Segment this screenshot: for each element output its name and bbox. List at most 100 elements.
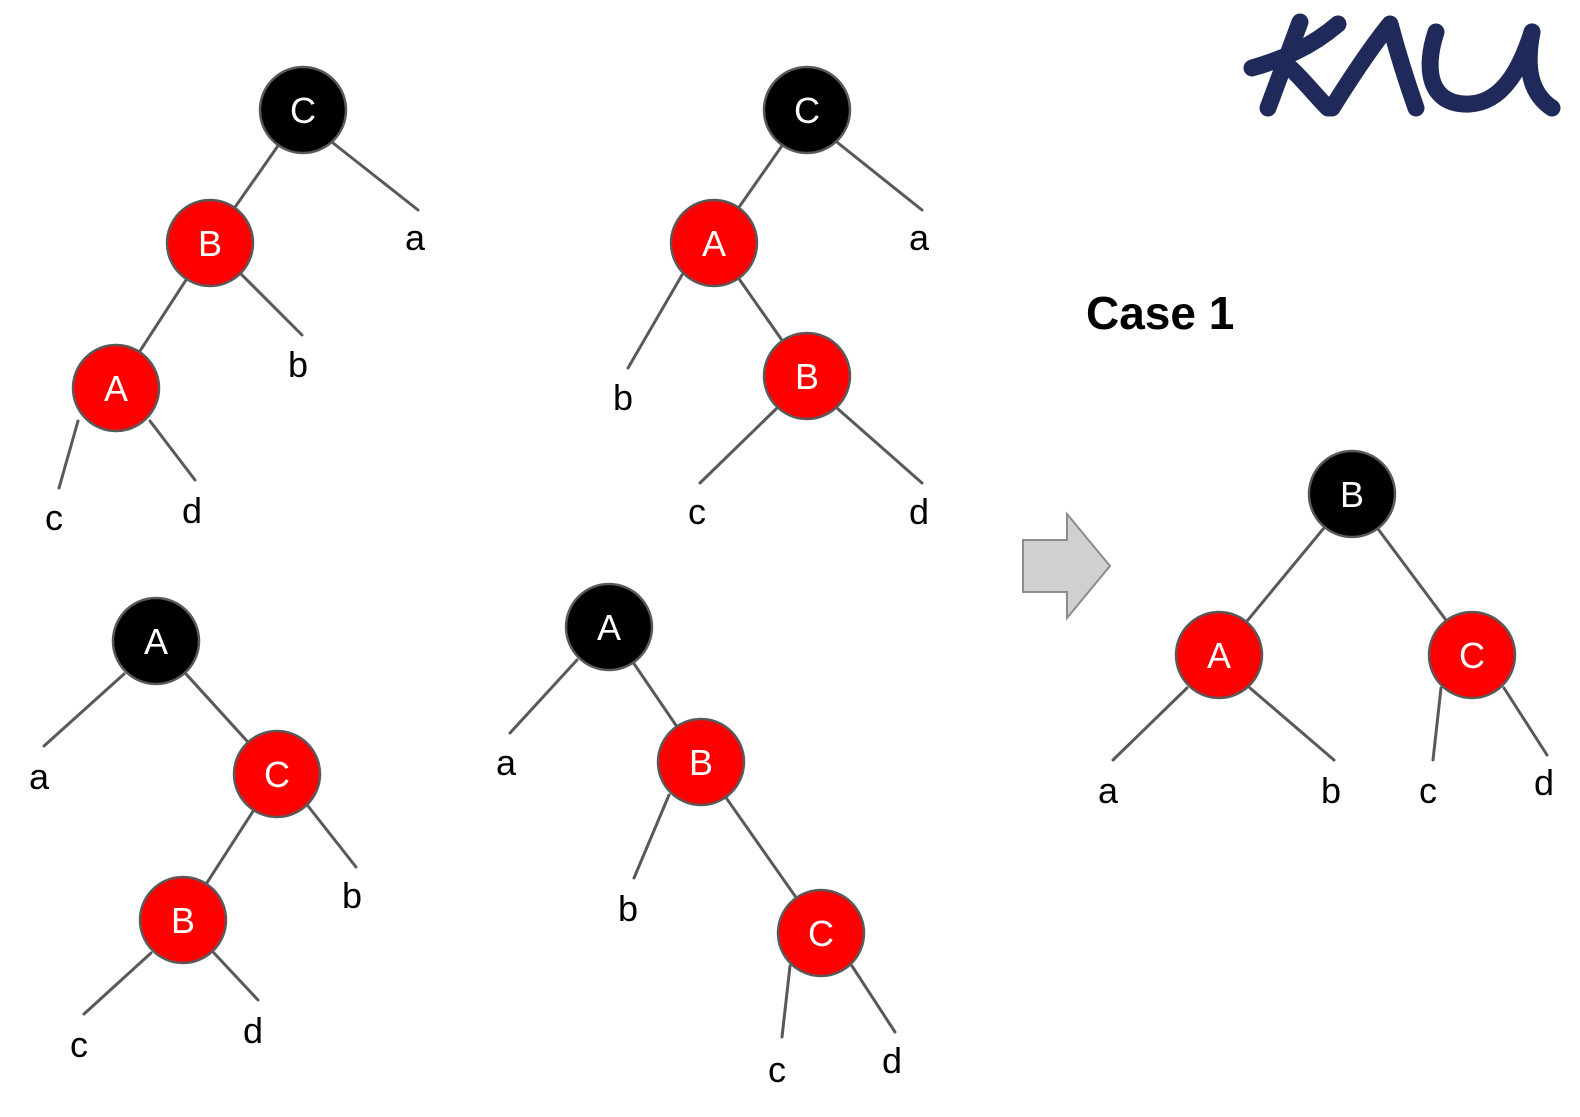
tree-node-red: C	[776, 888, 866, 978]
leaf-edge	[1111, 686, 1189, 762]
tree-node-red: C	[1427, 610, 1517, 700]
case-title: Case 1	[1086, 287, 1235, 339]
tree-edge	[631, 661, 679, 728]
tree-node-red: A	[71, 343, 161, 433]
leaf-edge	[632, 793, 671, 880]
leaf-label: b	[613, 377, 633, 418]
tree-node-black: A	[564, 582, 654, 672]
node-circle	[258, 65, 348, 155]
node-label: B	[689, 742, 713, 783]
kau-logo	[1243, 13, 1561, 117]
node-label: B	[1340, 474, 1364, 515]
node-circle	[232, 729, 322, 819]
tree-edge	[204, 808, 256, 886]
leaf-edge	[626, 273, 684, 370]
node-circle	[1307, 449, 1397, 539]
leaf-label: a	[909, 217, 930, 258]
node-circle	[138, 875, 228, 965]
leaf-label: b	[618, 888, 638, 929]
tree-edge	[724, 795, 798, 900]
node-circle	[762, 65, 852, 155]
leaf-edge	[331, 141, 420, 212]
tree-edge	[233, 143, 280, 210]
leaf-label: c	[688, 491, 706, 532]
node-circle	[669, 198, 759, 288]
node-label: B	[171, 900, 195, 941]
tree-1: C B Aa b c d	[45, 65, 426, 538]
leaf-edge	[238, 271, 304, 337]
leaf-edge	[306, 804, 358, 869]
leaf-label: b	[288, 344, 308, 385]
leaf-label: d	[882, 1040, 902, 1081]
tree-node-black: B	[1307, 449, 1397, 539]
node-circle	[1174, 610, 1264, 700]
leaf-edge	[148, 419, 197, 482]
leaf-edge	[57, 419, 80, 490]
tree-result: B A Ca b c d	[1098, 449, 1554, 811]
node-circle	[776, 888, 866, 978]
tree-node-red: C	[232, 729, 322, 819]
tree-4: A B Ca b c d	[496, 582, 902, 1090]
node-circle	[71, 343, 161, 433]
leaf-label: a	[1098, 770, 1119, 811]
node-circle	[564, 582, 654, 672]
tree-edge	[737, 143, 784, 210]
leaf-edge	[42, 672, 126, 748]
leaf-edge	[850, 964, 897, 1034]
node-circle	[656, 717, 746, 807]
leaf-label: c	[768, 1049, 786, 1090]
tree-edge	[1376, 526, 1448, 623]
tree-edge	[737, 276, 784, 343]
leaf-label: d	[182, 490, 202, 531]
node-label: C	[264, 754, 290, 795]
leaf-edge	[836, 407, 924, 485]
leaf-edge	[212, 951, 260, 1002]
tree-node-red: B	[165, 198, 255, 288]
leaf-edge	[1502, 686, 1549, 757]
node-circle	[762, 331, 852, 421]
tree-3: A C Ba b c d	[29, 596, 362, 1065]
node-label: A	[702, 223, 726, 264]
leaf-label: b	[342, 875, 362, 916]
node-label: C	[808, 913, 834, 954]
tree-node-black: C	[258, 65, 348, 155]
leaf-label: a	[29, 756, 50, 797]
tree-edge	[183, 671, 250, 744]
tree-node-red: A	[1174, 610, 1264, 700]
leaf-label: a	[405, 217, 426, 258]
tree-2: C A Ba b c d	[613, 65, 930, 532]
leaf-label: d	[909, 491, 929, 532]
tree-node-black: C	[762, 65, 852, 155]
node-circle	[111, 596, 201, 686]
leaf-edge	[836, 141, 924, 212]
tree-node-red: B	[762, 331, 852, 421]
node-label: C	[794, 90, 820, 131]
node-circle	[165, 198, 255, 288]
leaf-label: c	[70, 1024, 88, 1065]
node-label: B	[198, 223, 222, 264]
node-circle	[1427, 610, 1517, 700]
leaf-label: c	[45, 497, 63, 538]
node-label: A	[1207, 635, 1231, 676]
leaf-label: a	[496, 742, 517, 783]
leaf-edge	[1248, 686, 1336, 762]
node-label: B	[795, 356, 819, 397]
leaf-label: d	[243, 1010, 263, 1051]
tree-node-red: A	[669, 198, 759, 288]
leaf-label: d	[1534, 762, 1554, 803]
tree-edge	[1244, 525, 1327, 624]
node-label: C	[1459, 635, 1485, 676]
tree-node-red: B	[138, 875, 228, 965]
leaf-edge	[780, 964, 792, 1039]
leaf-label: b	[1321, 770, 1341, 811]
node-label: A	[597, 607, 621, 648]
node-label: A	[144, 621, 168, 662]
tree-node-black: A	[111, 596, 201, 686]
leaf-edge	[1431, 686, 1443, 762]
node-label: A	[104, 368, 128, 409]
leaf-edge	[698, 407, 778, 485]
right-arrow-icon	[1022, 511, 1112, 621]
leaf-label: c	[1419, 770, 1437, 811]
